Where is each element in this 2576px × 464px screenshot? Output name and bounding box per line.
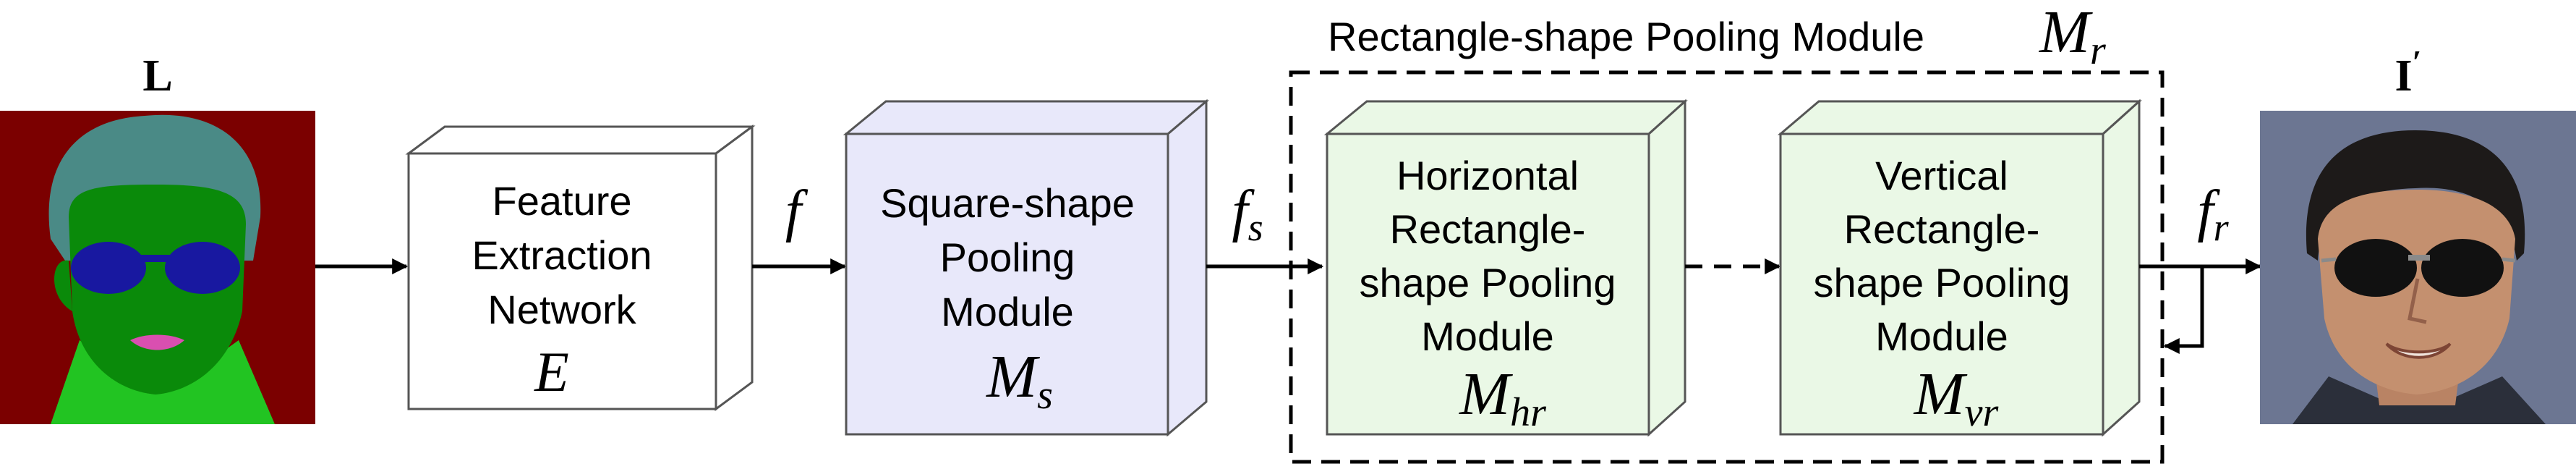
edge-label-f: f (785, 180, 809, 243)
vertical-line4: Module (1875, 313, 2008, 359)
vertical-line2: Rectangle- (1844, 206, 2040, 252)
face-sunglasses (2321, 239, 2516, 297)
horizontal-block-front (1326, 132, 1650, 436)
feedback-loop-arrow (2163, 266, 2204, 354)
vertical-block-side (2102, 98, 2141, 437)
output-label: I′ (2394, 43, 2421, 101)
edge-label-fs: fs (1232, 180, 1263, 249)
feature-block-side (715, 125, 754, 411)
input-label: L (142, 51, 172, 101)
mask-ear-left (54, 260, 72, 311)
vertical-symbol: Mvr (1914, 360, 1999, 435)
square-line2: Pooling (940, 235, 1075, 280)
square-block-top (843, 100, 1210, 135)
square-symbol: Ms (986, 343, 1053, 418)
horizontal-pooling-block: Horizontal Rectangle- shape Pooling Modu… (1323, 98, 1688, 437)
horizontal-line4: Module (1421, 313, 1554, 359)
face-shirt (2293, 376, 2546, 424)
feature-line1: Feature (492, 178, 632, 224)
vertical-line1: Vertical (1875, 153, 2008, 198)
horizontal-block-top (1323, 100, 1688, 135)
face-hair (2306, 130, 2525, 261)
horizontal-line1: Horizontal (1396, 153, 1579, 198)
group-symbol: Mr (2039, 0, 2106, 73)
horizontal-line3: shape Pooling (1360, 260, 1616, 305)
face-nose (2407, 278, 2427, 324)
square-pooling-block: Square-shape Pooling Module Ms (843, 98, 1210, 437)
vertical-block-top (1777, 100, 2142, 135)
group-dashed-border (1289, 70, 2165, 464)
feature-extraction-block: Feature Extraction Network E (405, 125, 756, 411)
square-block-front (845, 132, 1169, 436)
face-mouth (2385, 342, 2452, 359)
feature-block-top-fix (405, 125, 756, 155)
edge-label-fr: fr (2197, 180, 2229, 249)
feature-line3: Network (487, 287, 636, 332)
mask-glasses (71, 242, 240, 294)
semantic-mask-image (0, 111, 315, 424)
vertical-pooling-block: Vertical Rectangle- shape Pooling Module… (1777, 98, 2142, 437)
mask-mouth (130, 334, 184, 350)
feature-line2: Extraction (472, 232, 652, 278)
vertical-line3: shape Pooling (1814, 260, 2070, 305)
generated-face-image (2260, 111, 2576, 424)
square-line1: Square-shape (880, 180, 1135, 226)
mask-face (69, 185, 246, 395)
horizontal-line2: Rectangle- (1390, 206, 1586, 252)
horizontal-symbol: Mhr (1459, 360, 1546, 435)
group-title: Rectangle-shape Pooling Module (1328, 14, 1924, 59)
square-line3: Module (941, 289, 1074, 334)
square-block-side (1167, 98, 1208, 437)
feature-block-front (407, 152, 717, 410)
vertical-block-front (1779, 132, 2104, 436)
feature-symbol: E (534, 340, 569, 403)
horizontal-block-side (1647, 98, 1686, 437)
